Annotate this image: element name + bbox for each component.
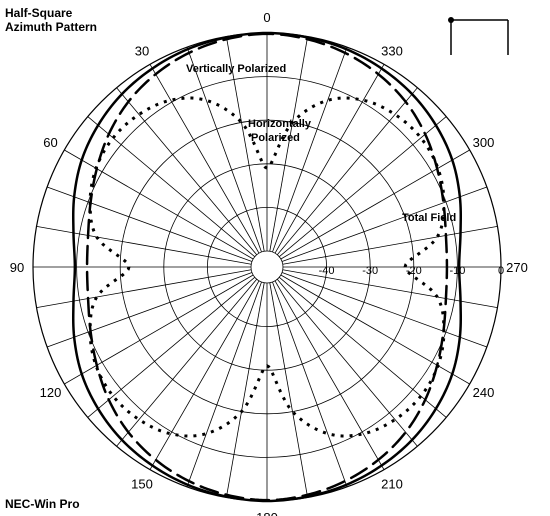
angle-tick-label: 330 xyxy=(381,43,403,58)
antenna-icon xyxy=(448,17,509,55)
angle-tick-label: 210 xyxy=(381,477,403,492)
inner-ring xyxy=(250,250,284,284)
radial-tick-label: -10 xyxy=(449,265,465,277)
grid-spoke xyxy=(64,274,254,385)
grid-spoke xyxy=(116,278,258,447)
radial-tick-label: 0 xyxy=(498,265,504,277)
angle-tick-label: 270 xyxy=(506,260,528,275)
grid-spoke xyxy=(272,281,348,488)
grid-spoke xyxy=(149,64,260,254)
grid-spoke xyxy=(64,149,254,260)
grid-spoke xyxy=(281,186,488,262)
polar-grid xyxy=(32,32,502,502)
grid-spoke xyxy=(281,272,488,348)
label-horizontally-polarized-line-1: Horizontally xyxy=(248,118,312,130)
pattern-series xyxy=(71,31,463,503)
grid-spoke xyxy=(225,282,265,498)
grid-spoke xyxy=(272,46,348,253)
radial-tick-label: -30 xyxy=(362,265,378,277)
angle-tick-label: 0 xyxy=(263,10,270,25)
grid-spoke xyxy=(274,64,385,254)
radial-tick-label: -40 xyxy=(319,265,335,277)
grid-spoke xyxy=(278,276,447,418)
grid-spoke xyxy=(269,36,309,252)
grid-spoke xyxy=(46,186,253,262)
grid-spoke xyxy=(280,274,470,385)
label-total-field: Total Field xyxy=(402,212,456,224)
grid-spoke xyxy=(87,116,256,258)
grid-spoke xyxy=(269,282,309,498)
grid-spoke xyxy=(278,116,447,258)
angle-tick-label: 180 xyxy=(256,510,278,516)
grid-spoke xyxy=(276,87,418,256)
angle-tick-label: 90 xyxy=(10,260,24,275)
grid-spoke xyxy=(46,272,253,348)
series-horizontally-polarized xyxy=(88,96,446,438)
label-vertically-polarized: Vertically Polarized xyxy=(186,63,286,75)
grid-spoke xyxy=(280,149,470,260)
grid-spoke xyxy=(87,276,256,418)
grid-spoke xyxy=(116,87,258,256)
angle-tick-label: 240 xyxy=(473,385,495,400)
angle-tick-label: 300 xyxy=(473,135,495,150)
grid-spoke xyxy=(274,280,385,470)
angle-tick-label: 120 xyxy=(40,385,62,400)
radial-tick-label: -20 xyxy=(406,265,422,277)
angle-tick-label: 150 xyxy=(131,477,153,492)
chart-title-line-1: Half-Square xyxy=(5,6,73,20)
angle-tick-label: 60 xyxy=(43,135,57,150)
software-footer: NEC-Win Pro xyxy=(5,497,80,511)
grid-spoke xyxy=(186,46,262,253)
chart-title-line-2: Azimuth Pattern xyxy=(5,20,97,34)
grid-spoke xyxy=(186,281,262,488)
grid-spoke xyxy=(225,36,265,252)
grid-spoke xyxy=(276,278,418,447)
angle-tick-label: 30 xyxy=(135,43,149,58)
label-horizontally-polarized-line-2: Polarized xyxy=(251,132,300,144)
grid-spoke xyxy=(149,280,260,470)
chart-labels: 0 330 300 270 240 210 180 150 120 90 60 30 -40 -30 -20… xyxy=(10,10,528,516)
